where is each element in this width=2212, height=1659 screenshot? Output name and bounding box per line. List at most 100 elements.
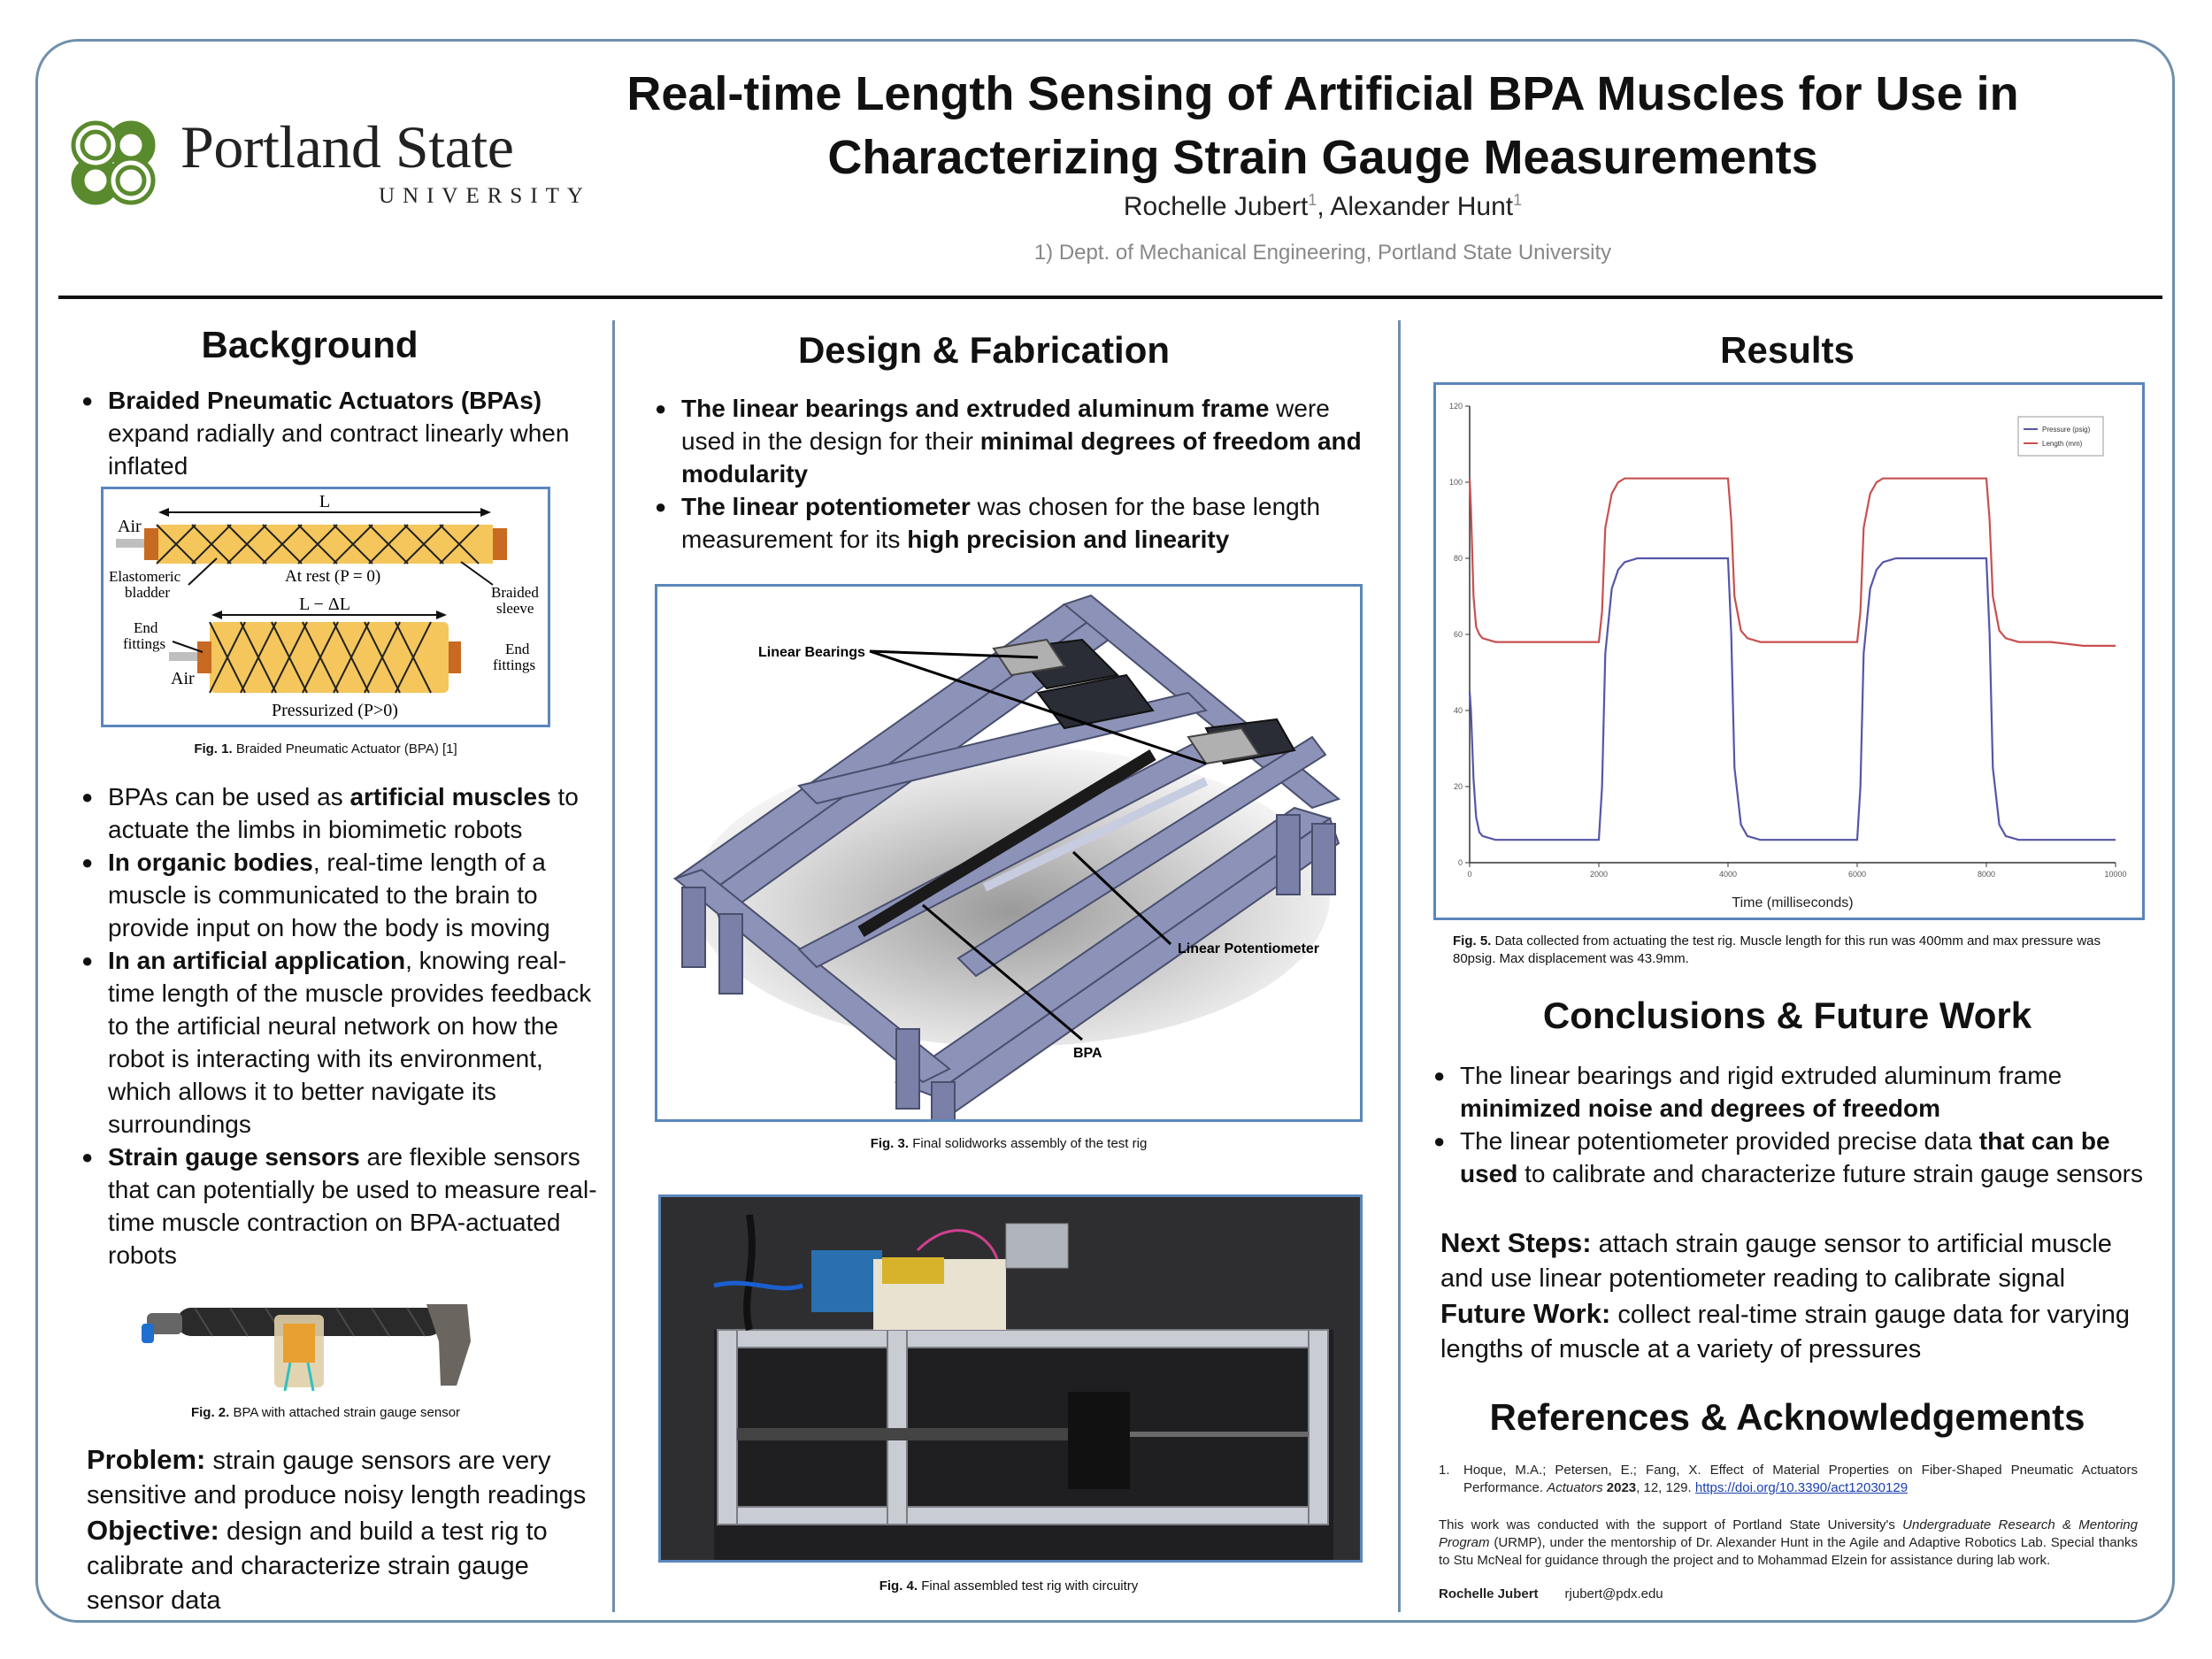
c2-bold: that can be used (1460, 1127, 2110, 1187)
ref-journal: Actuators (1547, 1480, 1603, 1495)
series-line-0 (1468, 557, 2116, 841)
leader-bpa (922, 903, 1083, 1041)
fig2-text: BPA with attached strain gauge sensor (229, 1405, 461, 1420)
b4-rest: , knowing real-time length of the muscle… (108, 947, 592, 1138)
ack-pre: This work was conducted with the support… (1439, 1517, 1903, 1532)
fig3-text: Final solidworks assembly of the test ri… (909, 1136, 1148, 1151)
fig3-label: Fig. 3. (870, 1136, 910, 1151)
label-linear-bearings: Linear Bearings (758, 645, 865, 660)
chart-series (1468, 477, 2116, 841)
label-fittings-1: fittings (123, 635, 165, 652)
leader-bearings-2 (869, 649, 1039, 659)
reference-1: 1. Hoque, M.A.; Petersen, E.; Fang, X. E… (1439, 1462, 2138, 1497)
background-bullet-2: BPAs can be used as artificial muscles t… (81, 780, 603, 846)
objective-text: design and build a test rig to calibrate… (87, 1517, 548, 1615)
objective-label: Objective: (87, 1515, 219, 1546)
psu-logo-icon (71, 120, 156, 205)
b3-rest: , real-time length of a muscle is commun… (108, 849, 550, 941)
y-tick-label: 20 (1454, 782, 1463, 791)
ref-doi-link[interactable]: https://doi.org/10.3390/act12030129 (1694, 1480, 1909, 1495)
d1-bold2: minimal degrees of freedom and modularit… (681, 427, 1362, 488)
x-tick-label: 0 (1467, 870, 1471, 879)
bpa-desc: expand radially and contract linearly wh… (108, 419, 570, 480)
logo-wordmark: Portland State (180, 113, 514, 180)
y-tick-label: 60 (1454, 630, 1463, 639)
y-tick-label: 120 (1449, 402, 1463, 411)
author-2: Alexander Hunt (1330, 192, 1514, 221)
logo-university: UNIVERSITY (379, 184, 591, 208)
d2-bold2: high precision and linearity (907, 526, 1230, 553)
fig1-text: Braided Pneumatic Actuator (BPA) [1] (232, 741, 457, 757)
background-bullet-3: In organic bodies, real-time length of a… (81, 846, 603, 944)
fig3-solidworks-assembly: Linear Bearings Linear Potentiometer BPA (655, 584, 1363, 1122)
label-l-minus: L − ΔL (299, 595, 350, 614)
problem-text: strain gauge sensors are very sensitive … (87, 1447, 587, 1509)
authors: Rochelle Jubert1, Alexander Hunt1 (584, 191, 2062, 222)
fig4-caption: Fig. 4. Final assembled test rig with ci… (655, 1578, 1363, 1594)
fig4-label: Fig. 4. (879, 1578, 918, 1594)
conclusion-bullet-1: The linear bearings and rigid extruded a… (1433, 1059, 2159, 1125)
linear-potentiometer (982, 777, 1209, 892)
ref-text: Hoque, M.A.; Petersen, E.; Fang, X. Effe… (1463, 1463, 2138, 1495)
fitting-right (426, 1304, 471, 1386)
label-fittings-2: fittings (493, 657, 535, 673)
label-air-1: Air (118, 517, 142, 536)
rig-frame (717, 1329, 1329, 1525)
bpa-rest-fitting-right (493, 528, 507, 560)
label-air-2: Air (171, 669, 195, 688)
ref-number: 1. (1439, 1463, 1450, 1478)
bpa-term: Braided Pneumatic Actuators (BPAs) (108, 387, 542, 414)
label-bladder: bladder (125, 584, 170, 601)
sensor-module (882, 1257, 944, 1284)
fig2-bpa-photo (142, 1304, 471, 1392)
bpa-pressurized-braid (209, 621, 432, 694)
next-label: Next Steps: (1440, 1227, 1592, 1258)
fig5-text: Data collected from actuating the test r… (1453, 933, 2101, 966)
bpa-diagram: L Air Elastomeric bladder At rest (P = 0… (109, 492, 539, 720)
ref-volume: , 12, 129. (1636, 1480, 1695, 1495)
next-text: attach strain gauge sensor to artificial… (1440, 1230, 2112, 1293)
contact-email[interactable]: rjubert@pdx.edu (1564, 1586, 1663, 1601)
x-tick-label: 8000 (1978, 870, 1995, 879)
d2-bold: The linear potentiometer (681, 493, 971, 520)
x-tick-label: 4000 (1719, 870, 1737, 879)
y-tick-label: 100 (1449, 478, 1463, 487)
fig1-caption: Fig. 1. Braided Pneumatic Actuator (BPA)… (101, 741, 550, 757)
column-divider-2 (1398, 320, 1401, 1612)
ref-year: 2023 (1602, 1480, 1637, 1495)
c2-pre: The linear potentiometer provided precis… (1460, 1127, 1979, 1155)
design-bullets: The linear bearings and extruded aluminu… (655, 392, 1363, 556)
fig5-label: Fig. 5. (1453, 933, 1492, 949)
bearing-block (1068, 1392, 1130, 1489)
sensor-pattern (283, 1324, 315, 1363)
c2-rest: to calibrate and characterize future str… (1517, 1160, 2143, 1187)
d1-bold: The linear bearings and extruded aluminu… (681, 395, 1270, 422)
title-line-2: Characterizing Strain Gauge Measurements (827, 131, 1818, 184)
author-1: Rochelle Jubert (1123, 192, 1309, 221)
conclusions-heading: Conclusions & Future Work (1542, 995, 2032, 1036)
bpa-pressurized-fitting-right (449, 641, 461, 673)
next-steps: Next Steps: attach strain gauge sensor t… (1440, 1225, 2157, 1296)
b3-bold: In organic bodies (108, 849, 313, 876)
label-end-1: End (134, 619, 158, 636)
air-tube-bottom (169, 652, 197, 661)
fig1-bpa-diagram: L Air Elastomeric bladder At rest (P = 0… (101, 487, 550, 727)
legend-box (2017, 416, 2104, 457)
contact-name: Rochelle Jubert (1439, 1586, 1539, 1601)
design-bullet-2: The linear potentiometer was chosen for … (655, 490, 1363, 556)
chart-legend: Pressure (psig)Length (mm) (2017, 416, 2104, 457)
fitting-left-blue (142, 1324, 154, 1343)
contact-info: Rochelle Jubert rjubert@pdx.edu (1439, 1586, 2138, 1603)
problem-objective: Problem: strain gauge sensors are very s… (87, 1442, 600, 1618)
arduino-board (811, 1250, 882, 1312)
x-tick-label: 6000 (1848, 870, 1866, 879)
b2-bold: artificial muscles (349, 783, 551, 810)
label-l: L (319, 492, 330, 511)
next-future: Next Steps: attach strain gauge sensor t… (1440, 1225, 2157, 1367)
label-linear-potentiometer: Linear Potentiometer (1178, 941, 1319, 956)
leader-potentiometer (1071, 850, 1172, 946)
author-separator: , (1317, 192, 1331, 221)
background-bullets: BPAs can be used as artificial muscles t… (81, 780, 603, 1271)
